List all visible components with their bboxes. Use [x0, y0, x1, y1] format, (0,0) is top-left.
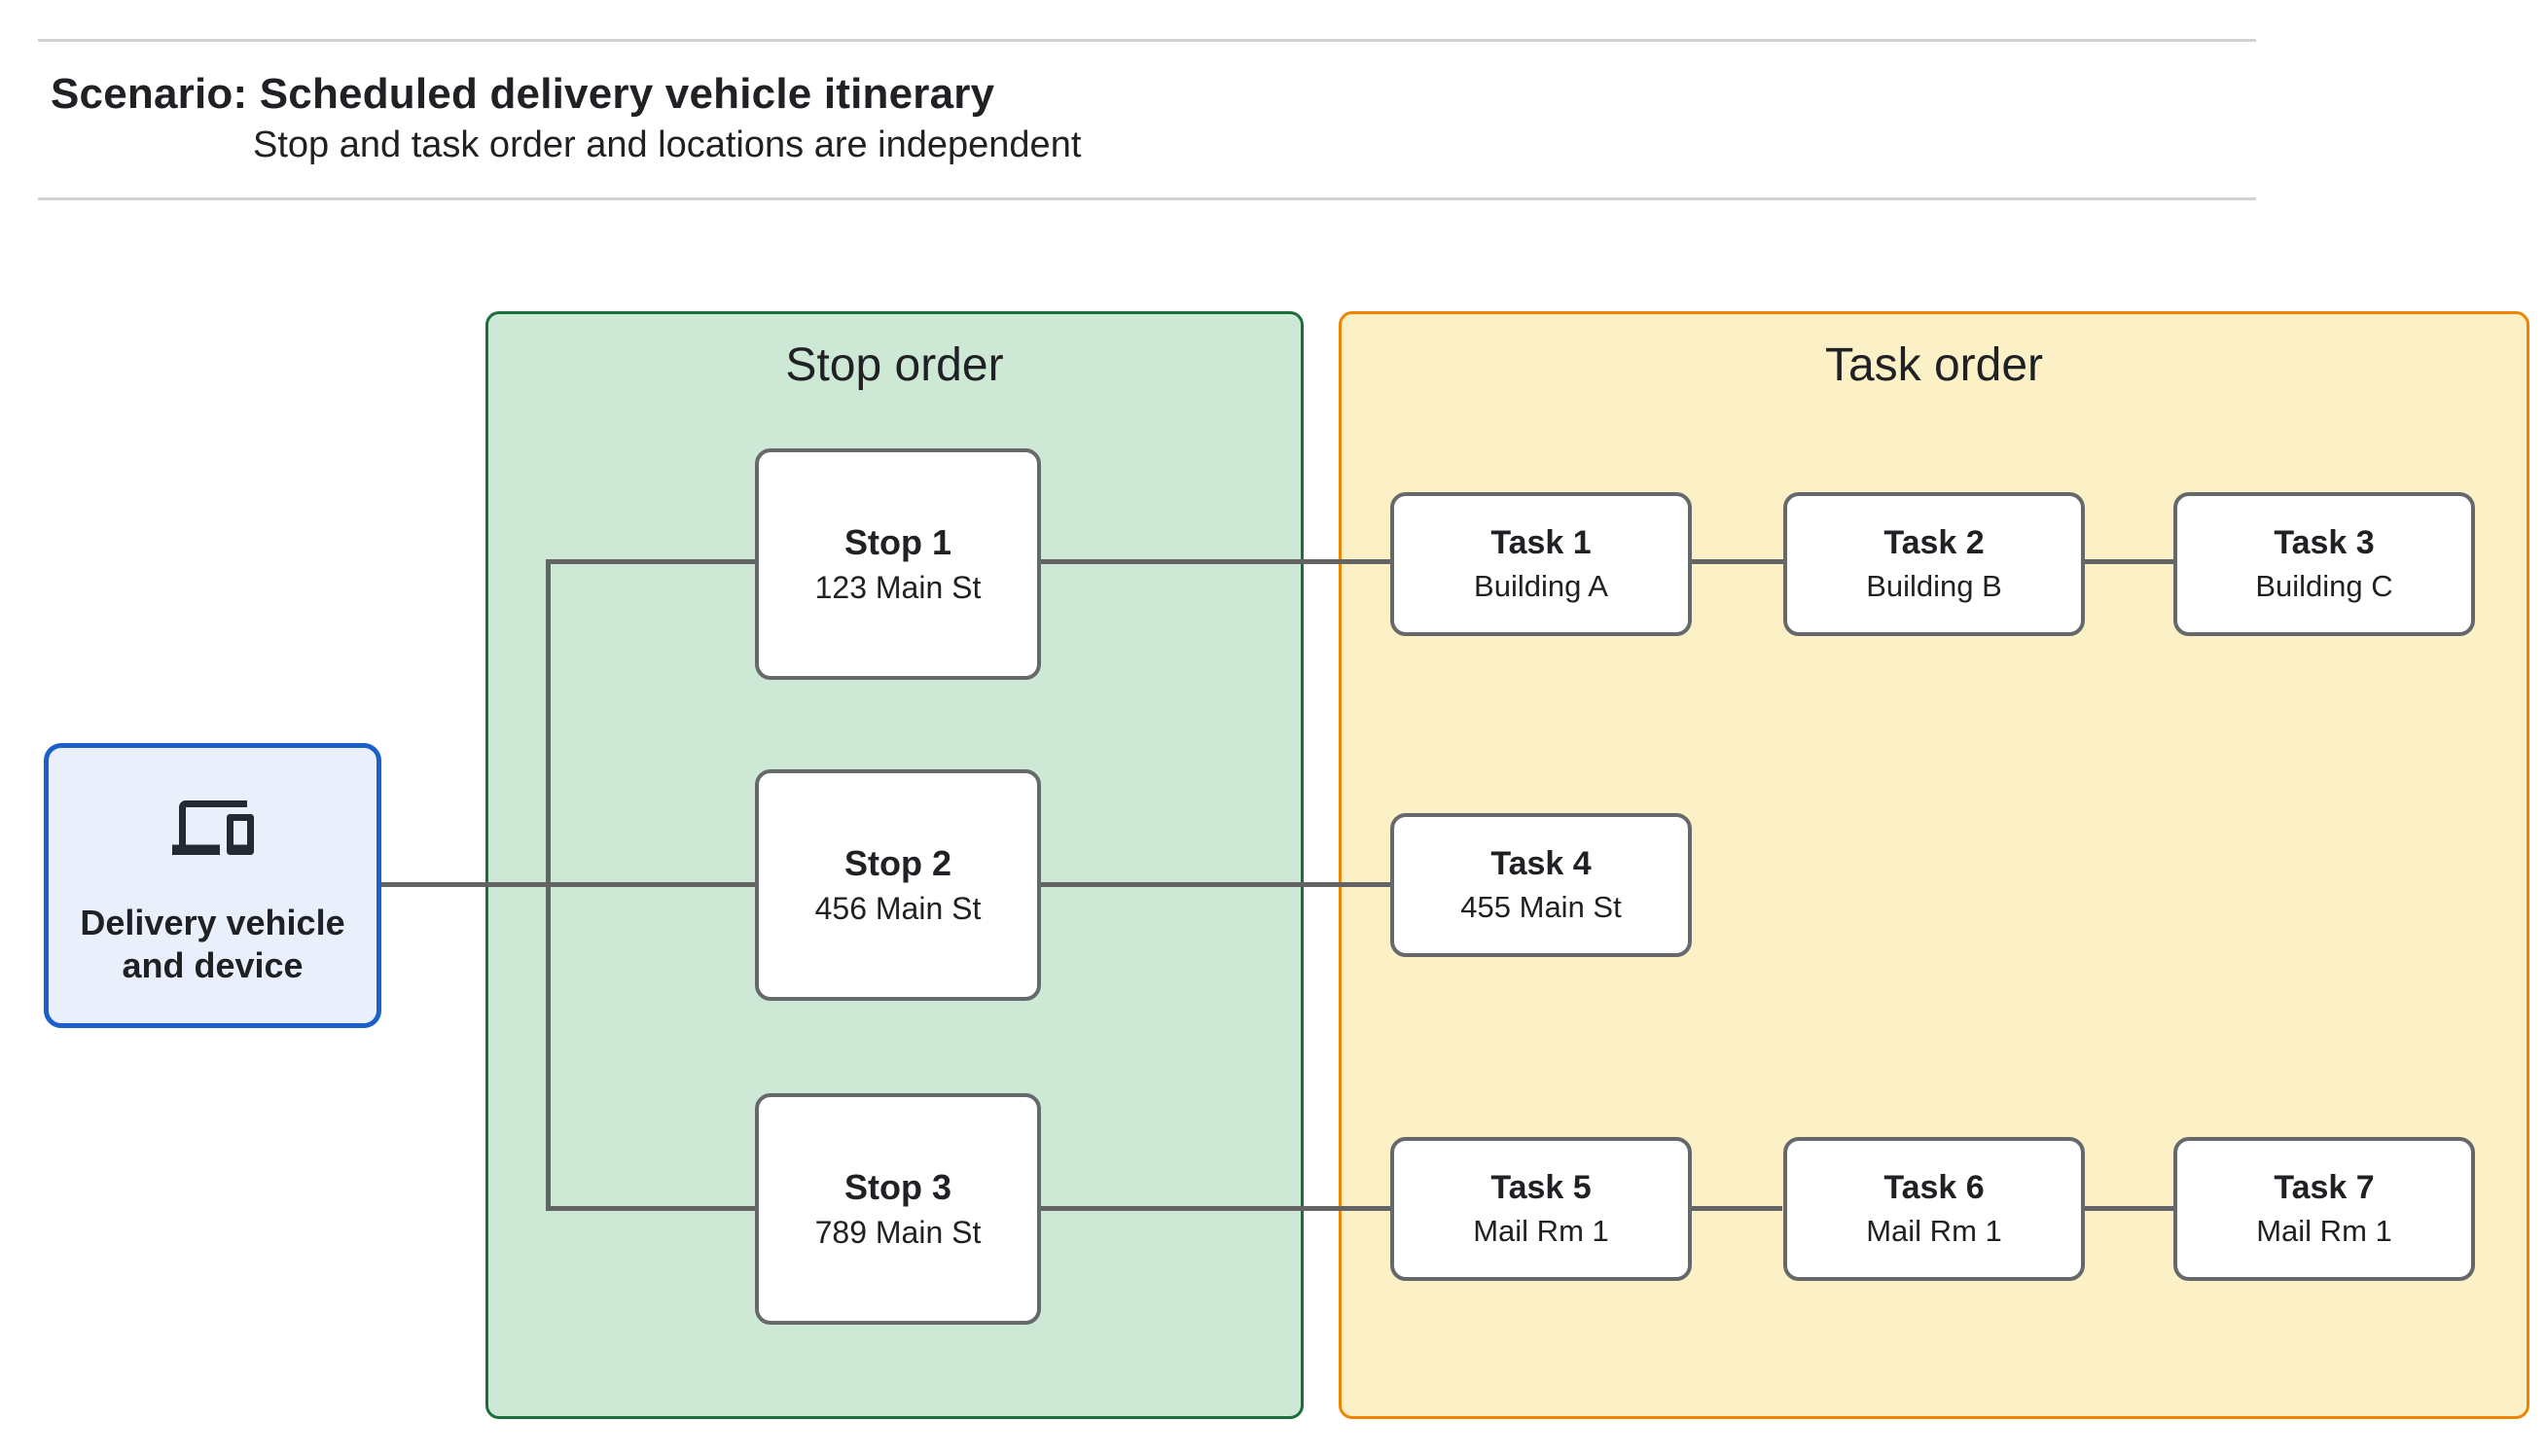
- task-title: Task 3: [2274, 524, 2375, 562]
- task-title: Task 4: [1490, 845, 1592, 883]
- task-7-node: Task 7 Mail Rm 1: [2173, 1137, 2475, 1281]
- task-location: 455 Main St: [1460, 889, 1622, 924]
- stop-3-node: Stop 3 789 Main St: [755, 1093, 1041, 1325]
- task-5-node: Task 5 Mail Rm 1: [1390, 1137, 1692, 1281]
- stop-2-node: Stop 2 456 Main St: [755, 769, 1041, 1001]
- stop-order-label: Stop order: [785, 339, 1004, 391]
- page-subtitle: Stop and task order and locations are in…: [253, 124, 1082, 165]
- task-title: Task 1: [1490, 524, 1592, 562]
- task-location: Mail Rm 1: [1473, 1213, 1609, 1248]
- connector-task1-to-task2: [1692, 559, 1783, 564]
- task-2-node: Task 2 Building B: [1783, 492, 2085, 636]
- task-title: Task 7: [2274, 1169, 2375, 1207]
- task-3-node: Task 3 Building C: [2173, 492, 2475, 636]
- delivery-vehicle-node: Delivery vehicle and device: [44, 743, 381, 1028]
- connector-vehicle-to-stop2: [381, 882, 755, 887]
- task-1-node: Task 1 Building A: [1390, 492, 1692, 636]
- task-location: Mail Rm 1: [1866, 1213, 2002, 1248]
- task-location: Building A: [1474, 568, 1608, 603]
- connector-task5-to-task6: [1692, 1206, 1782, 1211]
- connector-stop3-to-task5: [1041, 1206, 1390, 1211]
- connector-stop2-to-task4: [1041, 882, 1390, 887]
- stop-address: 123 Main St: [814, 569, 982, 605]
- vehicle-label-line1: Delivery vehicle: [80, 903, 345, 942]
- task-location: Building C: [2255, 568, 2393, 603]
- devices-icon: [171, 800, 254, 855]
- task-4-node: Task 4 455 Main St: [1390, 813, 1692, 957]
- vehicle-label-line2: and device: [122, 945, 304, 985]
- stop-address: 456 Main St: [814, 890, 982, 926]
- connector-task2-to-task3: [2085, 559, 2173, 564]
- task-6-node: Task 6 Mail Rm 1: [1783, 1137, 2085, 1281]
- task-location: Building B: [1866, 568, 2002, 603]
- task-title: Task 6: [1883, 1169, 1985, 1207]
- header-top-divider: [38, 39, 2256, 42]
- task-title: Task 2: [1883, 524, 1985, 562]
- connector-trunk-to-stop3: [548, 1206, 755, 1211]
- stop-title: Stop 3: [843, 1167, 951, 1208]
- stop-title: Stop 2: [843, 843, 951, 884]
- connector-task6-to-task7: [2085, 1206, 2174, 1211]
- task-order-label: Task order: [1824, 339, 2044, 391]
- connector-stop1-to-task1: [1041, 559, 1390, 564]
- task-title: Task 5: [1490, 1169, 1592, 1207]
- page-title: Scenario: Scheduled delivery vehicle iti…: [51, 70, 995, 118]
- vehicle-label: Delivery vehicle and device: [80, 902, 344, 987]
- connector-trunk-to-stop1: [548, 559, 755, 564]
- header-bottom-divider: [38, 197, 2256, 200]
- stop-1-node: Stop 1 123 Main St: [755, 448, 1041, 680]
- task-location: Mail Rm 1: [2256, 1213, 2392, 1248]
- stop-address: 789 Main St: [814, 1214, 982, 1250]
- stop-title: Stop 1: [843, 522, 951, 563]
